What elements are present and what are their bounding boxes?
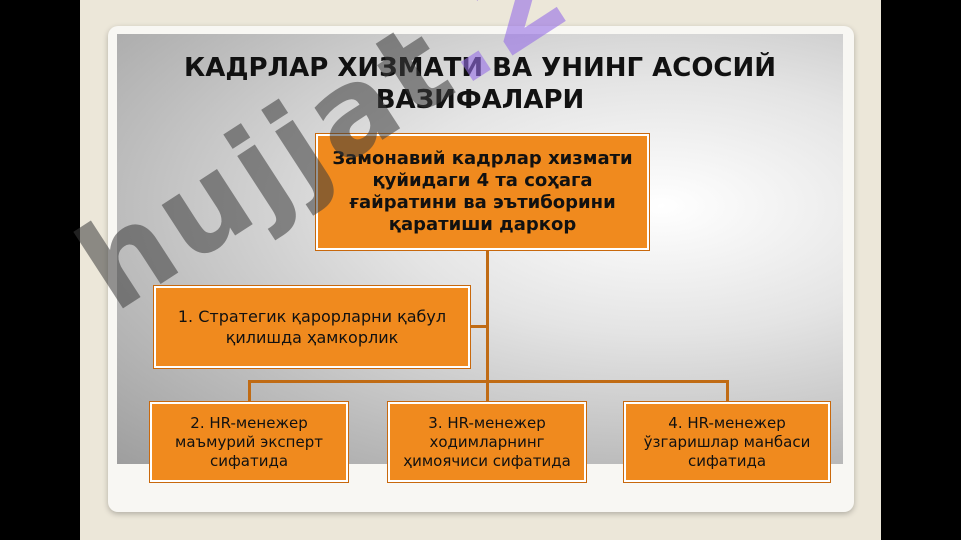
connector-branch1 xyxy=(470,325,488,328)
root-node: Замонавий кадрлар хизмати қуйидаги 4 та … xyxy=(315,133,650,251)
branch-node-3-label: 3. HR-менежер ходимларнинг ҳимоячиси сиф… xyxy=(403,413,571,470)
connector-branch3 xyxy=(486,380,489,402)
slide-title: КАДРЛАР ХИЗМАТИ ВА УНИНГ АСОСИЙ ВАЗИФАЛА… xyxy=(183,53,777,115)
branch-node-3: 3. HR-менежер ходимларнинг ҳимоячиси сиф… xyxy=(387,401,587,483)
connector-root-down xyxy=(486,250,489,382)
branch-node-1: 1. Стратегик қарорларни қабул қилишда ҳа… xyxy=(153,285,471,369)
branch-node-2: 2. HR-менежер маъмурий эксперт сифатида xyxy=(149,401,349,483)
root-node-label: Замонавий кадрлар хизмати қуйидаги 4 та … xyxy=(332,148,633,235)
branch-node-4: 4. HR-менежер ўзгаришлар манбаси сифатид… xyxy=(623,401,831,483)
branch-node-2-label: 2. HR-менежер маъмурий эксперт сифатида xyxy=(175,413,323,470)
branch-node-1-label: 1. Стратегик қарорларни қабул қилишда ҳа… xyxy=(177,307,447,347)
connector-branch2 xyxy=(248,380,251,402)
connector-branch4 xyxy=(726,380,729,402)
branch-node-4-label: 4. HR-менежер ўзгаришлар манбаси сифатид… xyxy=(643,413,811,470)
